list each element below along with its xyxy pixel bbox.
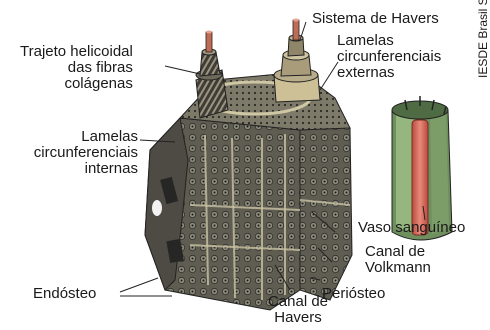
leader-lines <box>119 21 426 297</box>
label-canal-volkmann: Canal de Volkmann <box>365 244 431 276</box>
label-canal-volkmann-line1: Canal de <box>365 243 426 260</box>
label-lamelas-externas: Lamelas circunferenciais externas <box>337 33 441 81</box>
label-lamelas-externas-line3: externas <box>337 64 395 81</box>
label-lamelas-externas-line2: circunferenciais <box>337 48 442 65</box>
label-canal-volkmann-line2: Volkmann <box>365 259 431 276</box>
label-lamelas-internas-line1: Lamelas <box>81 128 138 145</box>
label-canal-havers-line2: Havers <box>274 309 322 326</box>
label-canal-havers: Canal de Havers <box>258 294 338 326</box>
label-vaso-sanguineo: Vaso sanguíneo <box>358 219 466 236</box>
bone-block <box>144 71 353 311</box>
label-helicoidal-line1: Trajeto helicoidal <box>20 43 133 60</box>
label-lamelas-internas: Lamelas circunferenciais internas <box>4 129 138 177</box>
label-helicoidal-line3: colágenas <box>64 75 133 92</box>
label-helicoidal-line2: das fibras <box>67 59 133 76</box>
label-havers-system: Sistema de Havers <box>312 10 439 27</box>
label-endosteo: Endósteo <box>33 285 97 302</box>
label-canal-havers-line1: Canal de <box>267 293 329 310</box>
endosteum-cavity <box>166 238 184 264</box>
blood-vessel <box>411 119 429 236</box>
endosteum-hole <box>152 200 162 216</box>
endosteum-cavity <box>160 176 179 205</box>
havers-canals-front <box>204 134 286 300</box>
label-lamelas-internas-line3: internas <box>84 160 138 177</box>
label-periosteo: Periósteo <box>322 285 386 302</box>
vessel-inset <box>391 96 453 241</box>
havers-system-osteon <box>273 18 321 103</box>
helical-osteon <box>195 30 229 119</box>
label-lamelas-externas-line1: Lamelas <box>337 32 394 49</box>
image-credit: IESDE Brasil S.A. <box>476 0 490 78</box>
label-helicoidal: Trajeto helicoidal das fibras colágenas <box>20 44 133 92</box>
volkmann-canals <box>189 199 351 251</box>
label-lamelas-internas-line2: circunferenciais <box>33 144 138 161</box>
